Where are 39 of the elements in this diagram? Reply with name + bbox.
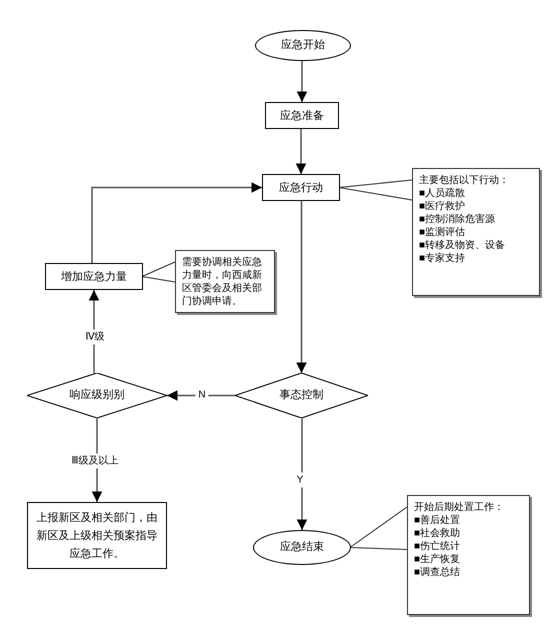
callout-box [412,168,540,296]
arrow [167,390,235,401]
edge-label: Y [294,472,306,488]
callout-pointer [350,506,408,550]
callout-text: ■生产恢复 [414,553,462,566]
callout-text: ■控制消除危害源 [419,213,496,226]
process-box [27,502,167,569]
arrow [91,182,262,263]
callout-text: ■人员疏散 [419,187,466,200]
process-text: 应急准备 [280,108,324,124]
callout-text: ■社会救助 [414,527,462,540]
arrow [296,61,308,102]
callout-box [407,495,530,615]
decision-text: 事态控制 [280,388,324,404]
callout-box [175,250,275,313]
callout-text: ■调查总结 [414,566,462,579]
process-text: 增加应急力量 [61,270,127,284]
callout-text: ■医疗救护 [419,200,466,213]
process-box [45,263,143,290]
callout-text: ■转移及物资、设备 [419,239,506,252]
process-text: 应急行动 [279,180,323,196]
process-box [265,102,339,129]
arrow [296,201,307,373]
callout-text: ■善后处置 [414,514,462,527]
callout-text: ■伤亡统计 [414,540,462,553]
callout-text: 开始后期处置工作： [414,501,505,514]
decision-text: 响应级别别 [70,388,124,404]
arrow [296,418,308,530]
callout-text: 需要协调相关应急力量时，向西咸新区管委会及相关部门协调申请。 [182,256,263,308]
arrow [296,129,306,174]
process-box [262,174,340,201]
callout-text: ■专家支持 [419,252,466,265]
terminal-text: 应急结束 [280,540,324,556]
callout-pointer [338,180,412,200]
process-text: 上报新区及相关部门，由新区及上级相关预案指导应急工作。 [36,510,158,562]
callout-text: ■监测评估 [419,226,466,239]
callout-pointer [142,262,176,282]
callout-text: 主要包括以下行动： [419,174,510,187]
terminal-text: 应急开始 [281,38,325,54]
